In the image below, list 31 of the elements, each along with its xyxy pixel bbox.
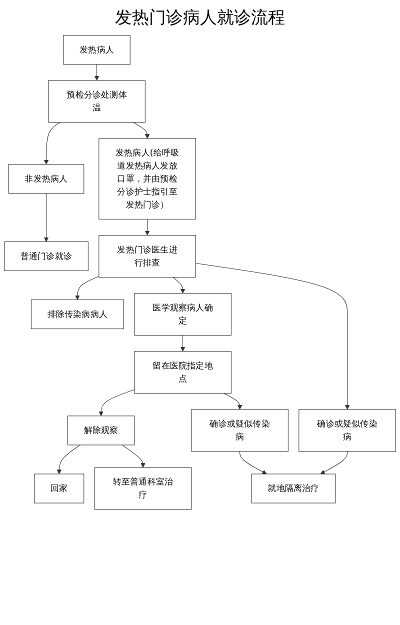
arrow (195, 263, 350, 410)
node-box: 发热门诊医生进行排查 (98, 235, 196, 278)
arrow (75, 276, 100, 300)
diagram-title: 发热门诊病人就诊流程 (114, 7, 286, 29)
arrow (240, 451, 267, 474)
node-box: 转至普通科室治疗 (94, 467, 192, 510)
node-box: 普通门诊就诊 (4, 241, 88, 272)
node-box: 就地隔离治疗 (251, 474, 336, 504)
node-box: 非发热病人 (8, 164, 84, 194)
arrow (180, 335, 186, 352)
arrow (44, 193, 49, 242)
arrow (94, 64, 100, 81)
node-box: 确诊或疑似传染病 (298, 409, 396, 452)
arrow (98, 389, 135, 416)
node-box: 解除观察 (67, 416, 135, 446)
arrow (56, 444, 80, 474)
node-box: 预检分诊处测体温 (48, 80, 146, 123)
arrow (122, 444, 146, 468)
node-box: 医学观察病人确定 (134, 293, 232, 336)
node-box: 回家 (34, 474, 84, 504)
node-box: 留在医院指定地点 (134, 351, 232, 394)
node-box: 排除传染病病人 (30, 300, 124, 330)
arrow (144, 218, 150, 236)
arrow (44, 122, 61, 165)
node-box: 发热病人(给呼吸道发热病人发放口罩，并由预检分诊护士指引至发热门诊） (98, 138, 196, 220)
arrow (320, 451, 348, 474)
node-box: 确诊或疑似传染病 (191, 409, 288, 452)
arrow (172, 276, 186, 294)
arrow (224, 393, 242, 410)
node-box: 发热病人 (63, 35, 130, 65)
arrow (133, 122, 150, 139)
